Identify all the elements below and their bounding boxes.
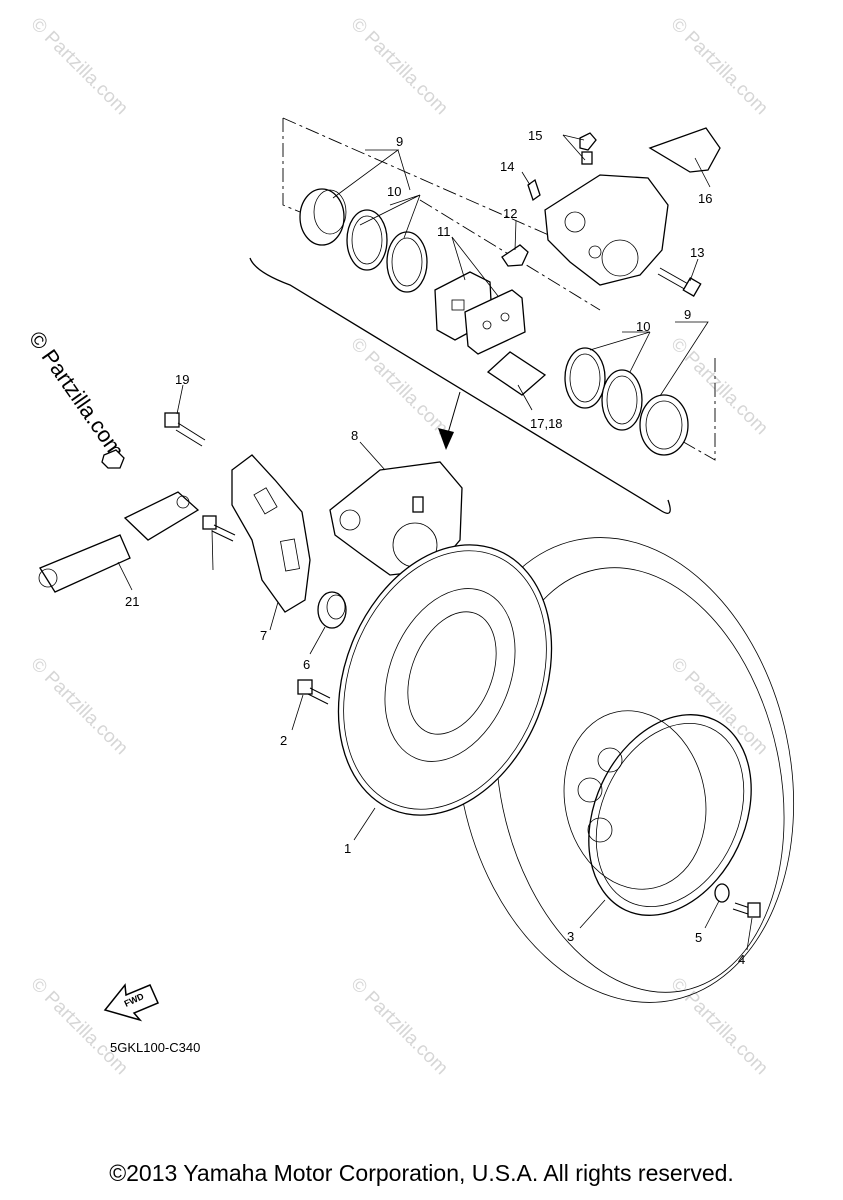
torque-rod — [38, 491, 200, 593]
callout-3: 3 — [567, 929, 574, 944]
pin-clip — [527, 178, 541, 202]
callout-10: 10 — [387, 184, 401, 199]
pad-clip — [501, 244, 529, 267]
washer — [714, 883, 730, 903]
bleed-screw — [579, 132, 597, 165]
seals-lower — [564, 347, 643, 431]
bolt-4 — [732, 902, 761, 918]
exploded-bracket — [249, 257, 671, 514]
watermark: © Partzilla.com — [666, 974, 771, 1079]
piston-upper — [299, 188, 347, 246]
arrow-head — [438, 428, 454, 450]
bolt-21 — [202, 515, 236, 542]
diagram-code: 5GKL100-C340 — [110, 1040, 200, 1055]
callout-17-18: 17,18 — [530, 416, 563, 431]
piston-lower — [639, 394, 689, 456]
callout-5: 5 — [695, 930, 702, 945]
callout-2: 2 — [280, 733, 287, 748]
callout-4: 4 — [738, 952, 745, 967]
callout-11: 11 — [437, 224, 451, 239]
brake-pads — [434, 271, 526, 355]
caliper-bracket — [231, 454, 311, 613]
caliper-cover — [648, 127, 721, 173]
callout-9: 9 — [396, 134, 403, 149]
bolt-19 — [101, 412, 206, 469]
watermark: © Partzilla.com — [26, 14, 131, 119]
callouts: 9 10 11 12 14 15 16 13 10 9 17,18 19 8 2… — [125, 128, 745, 967]
callout-19: 19 — [175, 372, 189, 387]
callout-12: 12 — [503, 206, 517, 221]
hub-ring — [588, 714, 752, 916]
callout-14: 14 — [500, 159, 514, 174]
guide-line — [282, 118, 301, 213]
bolt-2 — [297, 679, 331, 705]
watermark: © Partzilla.com — [26, 654, 131, 759]
callout-15: 15 — [528, 128, 542, 143]
fwd-arrow: FWD — [103, 983, 159, 1022]
callout-7: 7 — [260, 628, 267, 643]
watermark-main: © Partzilla.com — [24, 327, 130, 463]
diagram-drawing: © Partzilla.com © Partzilla.com © Partzi… — [24, 14, 795, 1079]
collar — [317, 591, 347, 629]
watermark: © Partzilla.com — [26, 974, 131, 1079]
watermark: © Partzilla.com — [346, 14, 451, 119]
leader-lines — [117, 134, 753, 951]
callout-1: 1 — [344, 841, 351, 856]
callout-8: 8 — [351, 428, 358, 443]
copyright-text: ©2013 Yamaha Motor Corporation, U.S.A. A… — [109, 1160, 734, 1186]
callout-10b: 10 — [636, 319, 650, 334]
watermark: © Partzilla.com — [666, 654, 771, 759]
caliper-bolt — [657, 267, 702, 297]
watermark: © Partzilla.com — [666, 14, 771, 119]
callout-9b: 9 — [684, 307, 691, 322]
callout-6: 6 — [303, 657, 310, 672]
watermark: © Partzilla.com — [346, 974, 451, 1079]
guide-line — [282, 117, 561, 241]
callout-16: 16 — [698, 191, 712, 206]
watermark: © Partzilla.com — [346, 334, 451, 439]
pad-spring — [486, 351, 547, 396]
caliper-exploded — [544, 174, 669, 286]
seals-upper — [346, 209, 428, 293]
callout-13: 13 — [690, 245, 704, 260]
guide-line — [679, 358, 716, 461]
callout-20: 21 — [125, 594, 139, 609]
brake-disc — [337, 544, 553, 816]
